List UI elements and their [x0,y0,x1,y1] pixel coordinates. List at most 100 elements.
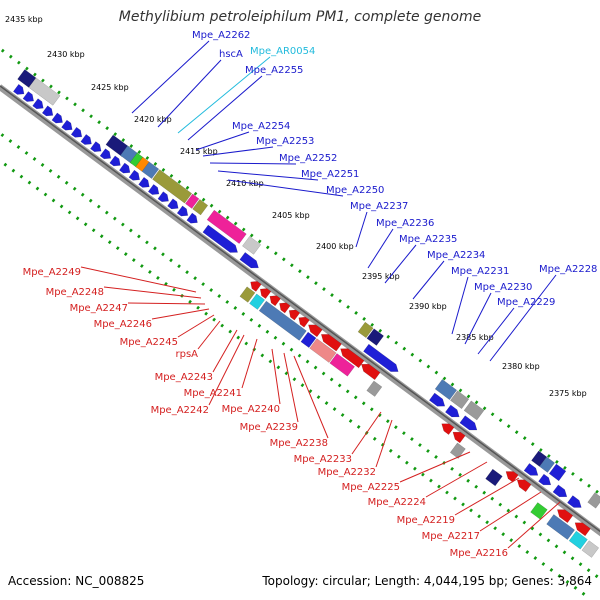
tick-dot [437,484,441,489]
tick-dot [241,311,246,316]
tick-dot [145,240,149,245]
tick-dot [453,496,457,501]
leader-line [489,274,557,362]
tick-dot [445,490,449,495]
gene-feature [22,91,34,102]
feature-block [434,379,458,401]
tick-dot [306,275,310,280]
gene-feature [147,184,160,195]
leader-line [177,314,215,338]
tick-dot [298,269,302,274]
backbone-line [0,85,600,533]
tick-dot [201,197,206,202]
tick-dot [402,346,407,351]
reverse-gene-label: Mpe_A2240 [222,404,280,415]
tick-dot [346,305,350,309]
tick-dot [292,377,297,382]
tick-dot [188,299,192,304]
tick-label: 2375 kbp [549,389,587,398]
tick-dot [59,204,64,209]
reverse-gene-label: Mpe_A2239 [240,422,298,433]
tick-dot [554,544,559,549]
leader-line [283,352,299,423]
gene-feature [574,522,591,537]
tick-label: 2425 kbp [91,83,129,92]
feature-block [28,77,61,106]
tick-dot [525,550,530,555]
tick-dot [541,562,546,566]
tick-dot [145,156,150,160]
gene-feature [269,295,281,307]
tick-dot [8,54,13,59]
tick-dot [35,186,40,191]
feature-block [463,400,485,421]
tick-dot [501,532,506,537]
leader-line [80,266,197,293]
tick-dot [65,96,69,101]
tick-label: 2395 kbp [362,272,400,281]
tick-dot [289,347,294,352]
tick-dot [498,418,503,423]
tick-dot [557,574,562,578]
tick-dot [308,389,313,394]
feature-block [366,328,385,346]
tick-label: 2380 kbp [502,362,540,371]
tick-dot [0,48,5,53]
forward-gene-label: Mpe_A2234 [427,250,485,261]
tick-dot [217,209,222,214]
leader-line [197,320,221,350]
tick-dot [482,490,487,495]
feature-block [548,463,567,482]
forward-gene-label: Mpe_A2231 [451,266,509,277]
tick-dot [434,455,438,459]
leader-line [202,146,274,157]
tick-dot [156,276,160,280]
tick-dot [265,245,270,250]
leader-line [212,329,238,373]
leader-line [477,307,515,355]
gene-feature [516,479,532,493]
gene-feature [320,334,342,352]
leader-line [412,260,445,300]
tick-dot [321,371,326,376]
tick-dot [324,401,329,406]
gene-feature [99,148,112,160]
gene-feature [118,162,131,174]
tick-dot [546,538,551,543]
tick-dot [83,222,88,227]
tick-dot [578,562,583,567]
tick-dot [177,264,181,269]
tick-dot [273,335,278,340]
tick-dot [268,359,273,364]
tick-dot [169,173,174,178]
feature-block [366,380,383,397]
reverse-gene-label: Mpe_A2245 [120,337,178,348]
leader-line [177,56,271,134]
forward-gene-label: Mpe_A2237 [350,201,408,212]
gene-feature [363,343,399,372]
leader-line [399,451,471,483]
leader-line [293,355,329,439]
tick-dot [418,443,422,447]
tick-dot [378,328,383,333]
forward-gene-label: Mpe_A2253 [256,136,314,147]
tick-dot [570,556,575,561]
feature-block [309,338,337,363]
tick-dot [466,394,471,399]
tick-dot [314,281,318,286]
tick-dot [257,239,262,244]
topology-summary: Topology: circular; Length: 4,044,195 bp… [262,574,592,588]
tick-dot [482,406,487,411]
gene-feature [340,348,365,369]
leader-line [241,338,258,389]
tick-dot [129,144,134,148]
tick-dot [388,448,393,453]
tick-dot [450,382,455,387]
tick-dot [450,466,454,471]
forward-gene-label: Mpe_A2251 [301,169,359,180]
tick-dot [24,151,29,155]
tick-dot [43,192,48,197]
tick-dot [105,126,110,131]
leader-line [271,348,281,405]
reverse-gene-label: Mpe_A2233 [294,454,352,465]
